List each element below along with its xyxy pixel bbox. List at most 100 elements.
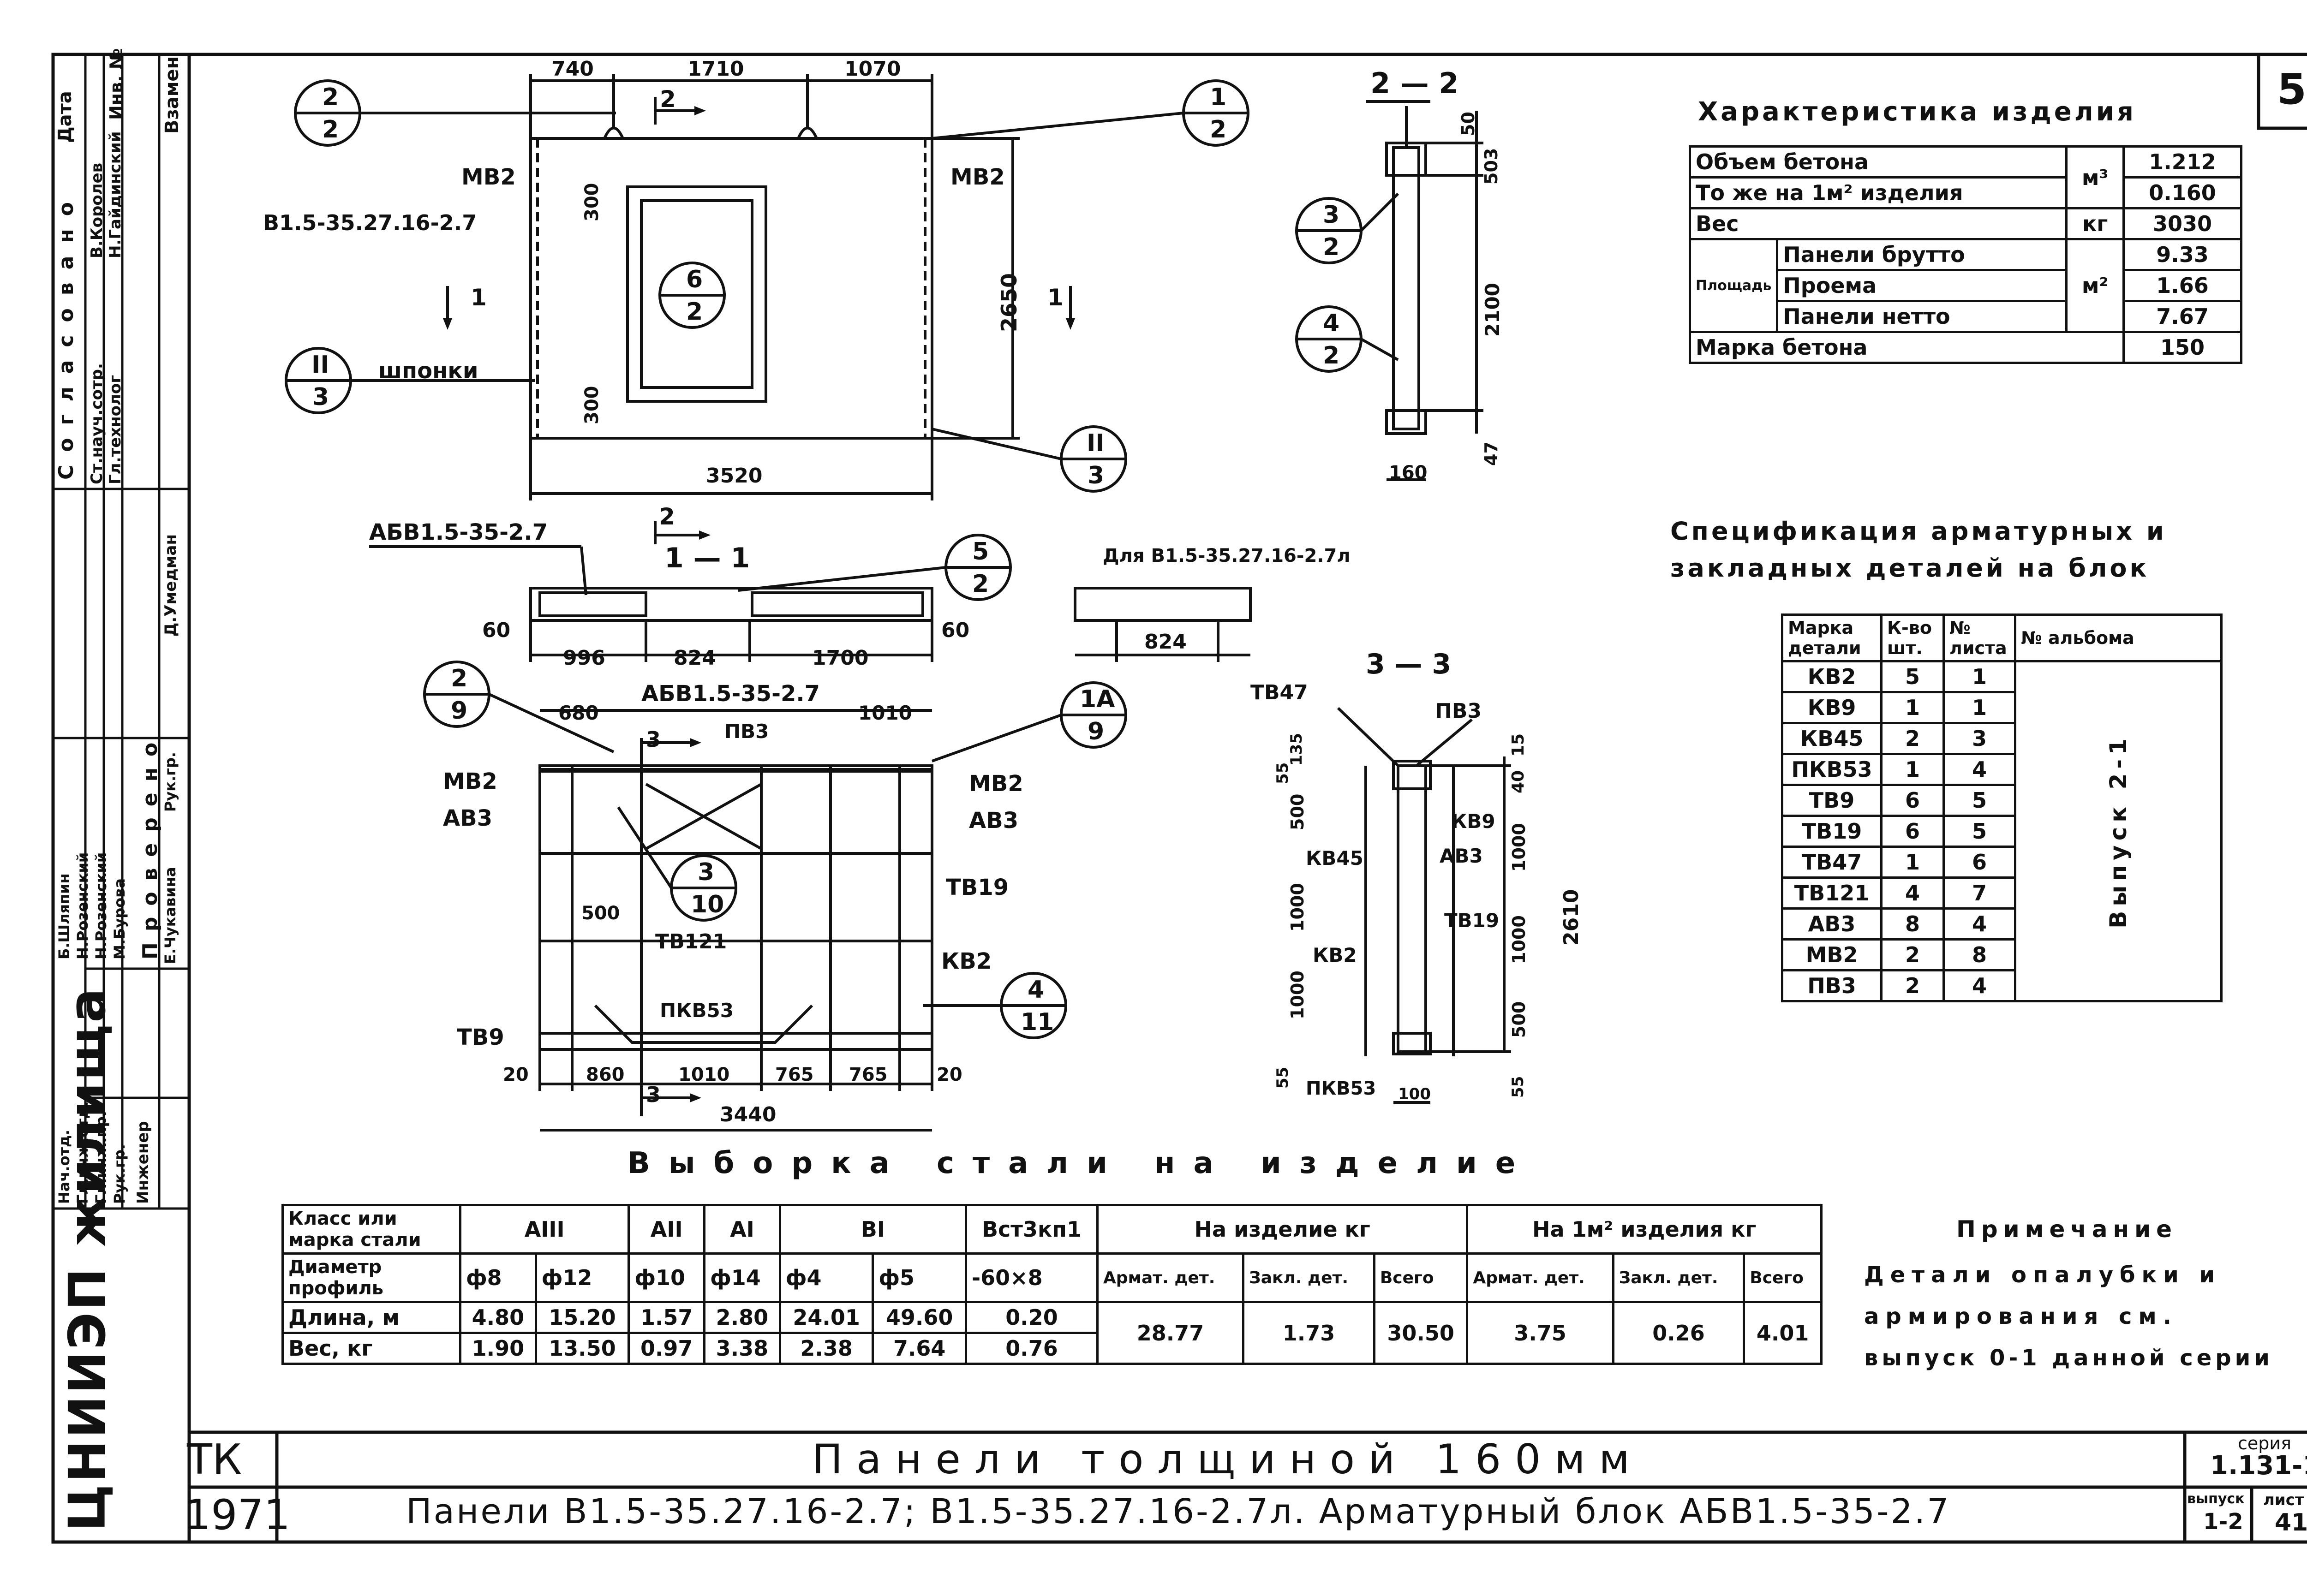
panel-name: В1.5-35.27.16-2.7 xyxy=(263,210,477,235)
spec-qty-7: 4 xyxy=(1880,876,1945,910)
steel-total-0: 28.77 xyxy=(1096,1301,1245,1365)
steel-diam-2: ф10 xyxy=(628,1252,706,1303)
spec-header-1: К-во шт. xyxy=(1880,613,1945,662)
dim-1000-left-a: 1000 xyxy=(1287,883,1308,932)
steel-diam-4: ф4 xyxy=(778,1252,874,1303)
table-row: Диаметр профиль ф8 ф12 ф10 ф14 ф4 ф5 -60… xyxy=(281,1252,1823,1303)
note-title: Примечание xyxy=(1956,1216,2178,1243)
char-value-1: 0.160 xyxy=(2122,176,2242,209)
spec-qty-3: 1 xyxy=(1880,753,1945,786)
spec-title-1: Спецификация арматурных и xyxy=(1670,517,2167,546)
steel-length-6: 0.20 xyxy=(964,1301,1099,1334)
callout-8-top: 2 xyxy=(451,665,468,692)
steel-total-2: 30.50 xyxy=(1373,1301,1469,1365)
dim-40: 40 xyxy=(1509,770,1528,793)
tk-label: ТК xyxy=(187,1435,242,1484)
callout-6-bottom: 2 xyxy=(1323,342,1340,369)
dim-20-right: 20 xyxy=(937,1064,962,1085)
dim-20-left: 20 xyxy=(503,1064,529,1085)
pv3-s33: ПВ3 xyxy=(1435,699,1482,723)
steel-diam-3: ф14 xyxy=(703,1252,781,1303)
steel-total-3: 3.75 xyxy=(1466,1301,1614,1365)
spec-header-3: № альбома xyxy=(2014,613,2223,662)
callout-0-top: 2 xyxy=(322,83,339,111)
char-value-2: 3030 xyxy=(2122,207,2242,240)
dim-1700: 1700 xyxy=(812,646,869,670)
dim-60-left: 60 xyxy=(482,619,511,642)
opening-outer xyxy=(626,185,767,403)
mv2-rb-left: МВ2 xyxy=(443,768,497,794)
rebar-block xyxy=(538,764,933,1051)
steel-class-label: Класс или марка стали xyxy=(281,1204,461,1255)
note-line-0: Детали опалубки и xyxy=(1864,1262,2222,1288)
arrow-2-top: 2 xyxy=(660,86,676,113)
char-name-1: То же на 1м² изделия xyxy=(1688,176,2068,209)
panel-outline xyxy=(529,137,933,440)
sheet-title: Панели толщиной 160мм xyxy=(812,1435,1644,1483)
dim-500-top-s33: 500 xyxy=(1287,793,1308,830)
dim-503: 503 xyxy=(1481,148,1501,185)
for-l-label: Для В1.5-35.27.16-2.7л xyxy=(1103,545,1351,566)
kv9-s33: КВ9 xyxy=(1451,810,1495,833)
dim-47: 47 xyxy=(1481,441,1501,466)
dim-996: 996 xyxy=(563,646,605,670)
steel-diam-label: Диаметр профиль xyxy=(281,1252,461,1303)
tv121-rb: ТВ121 xyxy=(655,930,727,953)
steel-weight-4: 2.38 xyxy=(778,1332,874,1365)
steel-sub-3: Армат. дет. xyxy=(1466,1252,1614,1303)
steel-sub-1: Закл. дет. xyxy=(1242,1252,1375,1303)
kv2-s33: КВ2 xyxy=(1313,944,1357,966)
arrow-1-right: 1 xyxy=(1047,284,1064,311)
steel-weight-5: 7.64 xyxy=(872,1332,967,1365)
callout-11-top: 4 xyxy=(1028,976,1045,1004)
steel-length-2: 1.57 xyxy=(628,1301,706,1334)
year-label: 1971 xyxy=(185,1491,291,1539)
char-value-0: 1.212 xyxy=(2122,145,2242,179)
steel-diam-0: ф8 xyxy=(459,1252,537,1303)
spec-sheet-3: 4 xyxy=(1942,753,2016,786)
list-value: 41 xyxy=(2275,1509,2307,1536)
char-name-4: Проема xyxy=(1776,269,2068,302)
steel-class-2: АI xyxy=(703,1204,781,1255)
note-line-1: армирования см. xyxy=(1864,1304,2178,1329)
dim-500-rb: 500 xyxy=(581,903,620,924)
spec-sheet-4: 5 xyxy=(1942,784,2016,817)
dim-500-right: 500 xyxy=(1509,1001,1529,1038)
arrow-3-bottom: 3 xyxy=(646,1082,661,1107)
callout-3-top: II xyxy=(311,351,329,379)
steel-weight-6: 0.76 xyxy=(964,1332,1099,1365)
dim-50: 50 xyxy=(1458,112,1478,136)
spec-mark-8: АВ3 xyxy=(1781,907,1883,941)
char-group: Площадь xyxy=(1688,238,1779,333)
spec-sheet-7: 7 xyxy=(1942,876,2016,910)
spec-sheet-8: 4 xyxy=(1942,907,2016,941)
section-1-1-title: 1 — 1 xyxy=(664,542,750,574)
char-name-3: Панели брутто xyxy=(1776,238,2068,271)
spec-qty-9: 2 xyxy=(1880,938,1945,971)
note-line-2: выпуск 0-1 данной серии xyxy=(1864,1345,2273,1371)
section-2-2-title: 2 — 2 xyxy=(1370,66,1459,100)
spec-table: Марка детали К-во шт. № листа № альбома … xyxy=(1781,613,2223,1002)
char-unit-2: кг xyxy=(2065,207,2125,240)
dim-860: 860 xyxy=(586,1064,625,1085)
table-row: Марка детали К-во шт. № листа № альбома xyxy=(1781,613,2223,662)
dim-300a: 300 xyxy=(581,183,603,222)
dim-300b: 300 xyxy=(581,386,603,425)
dim-55-top: 55 xyxy=(1273,762,1292,784)
steel-length-4: 24.01 xyxy=(778,1301,874,1334)
arrow-1-left: 1 xyxy=(471,284,487,311)
spec-album: Выпуск 2-1 xyxy=(2104,734,2132,929)
dim-55-right: 55 xyxy=(1509,1076,1527,1098)
steel-weight-label: Вес, кг xyxy=(281,1332,461,1365)
tv19-rb: ТВ19 xyxy=(946,875,1009,900)
dim-3520: 3520 xyxy=(706,464,763,488)
